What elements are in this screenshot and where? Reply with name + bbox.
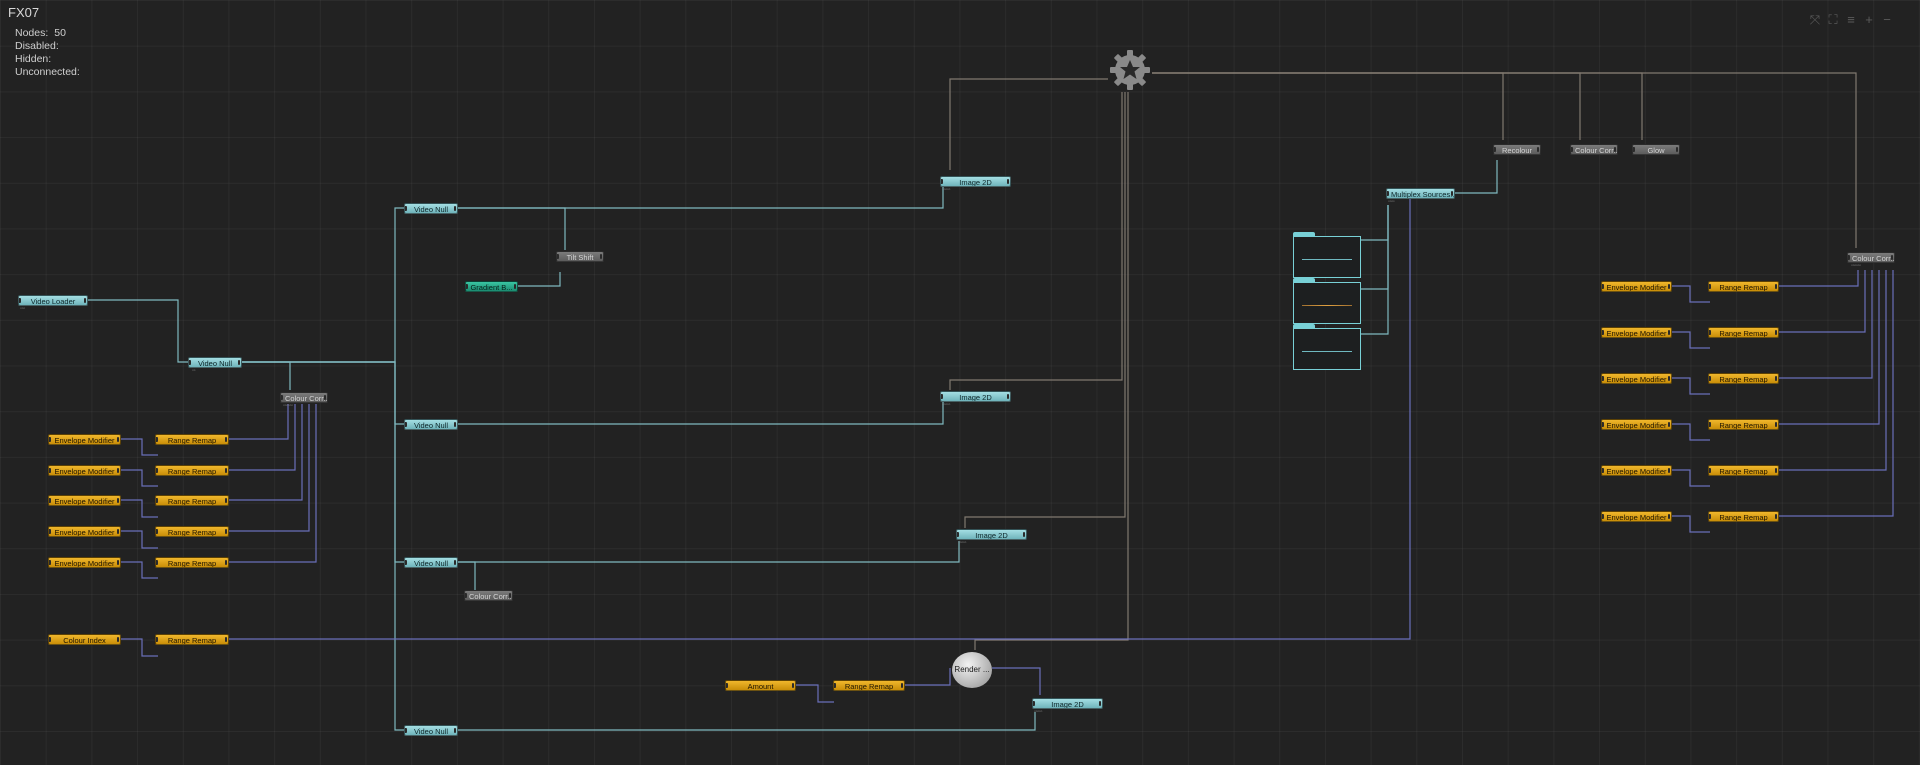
node-ports: ◦◦◦◦◦ [942,187,951,193]
node-ports: ◦◦◦◦◦◦ [283,403,293,409]
node-glow[interactable]: Glow [1632,144,1680,155]
node-tilt-shift[interactable]: Tilt Shift [556,251,604,262]
node-ports: ◦◦◦◦◦◦ [1851,263,1861,269]
folder-node[interactable] [1293,232,1361,278]
node-envelope-modifier[interactable]: Envelope Modifier [48,434,121,445]
node-video-null[interactable]: Video Null [404,203,458,214]
node-recolour[interactable]: Recolour [1493,144,1541,155]
node-envelope-modifier[interactable]: Envelope Modifier [48,557,121,568]
node-range-remap[interactable]: Range Remap [155,465,229,476]
node-amount[interactable]: Amount [725,680,796,691]
node-envelope-modifier[interactable]: Envelope Modifier [48,495,121,506]
node-image-2d[interactable]: Image 2D [940,176,1011,187]
node-ports: ◦◦ [192,368,196,374]
node-image-2d[interactable]: Image 2D [1032,698,1103,709]
zoom-out-icon[interactable]: − [1883,12,1891,27]
list-icon[interactable]: ≡ [1847,12,1855,27]
node-range-remap[interactable]: Range Remap [155,634,229,645]
node-envelope-modifier[interactable]: Envelope Modifier [1601,327,1672,338]
node-video-null[interactable]: Video Null [404,419,458,430]
expand-icon[interactable]: ⛶ [1828,12,1838,27]
node-range-remap[interactable]: Range Remap [155,495,229,506]
node-envelope-modifier[interactable]: Envelope Modifier [48,465,121,476]
node-range-remap[interactable]: Range Remap [1708,465,1779,476]
node-envelope-modifier[interactable]: Envelope Modifier [1601,465,1672,476]
node-video-loader[interactable]: Video Loader [18,295,88,306]
graph-toolbar: ⤧ ⛶ ≡ + − [1808,13,1894,27]
scene-stats: Nodes:50 Disabled: Hidden: Unconnected: [15,27,86,79]
node-range-remap[interactable]: Range Remap [1708,511,1779,522]
node-colour-corr-mid[interactable]: Colour Corr... [464,590,513,601]
node-image-2d[interactable]: Image 2D [956,529,1027,540]
node-image-2d[interactable]: Image 2D [940,391,1011,402]
node-range-remap[interactable]: Range Remap [155,557,229,568]
node-envelope-modifier[interactable]: Envelope Modifier [1601,373,1672,384]
folder-node[interactable] [1293,278,1361,324]
node-multiplex-sources[interactable]: Multiplex Sources... [1386,188,1455,199]
node-ports: ◦◦◦ [20,306,25,312]
node-colour-corr-left[interactable]: Colour Corr... [280,392,328,403]
node-envelope-modifier[interactable]: Envelope Modifier [1601,419,1672,430]
node-envelope-modifier[interactable]: Envelope Modifier [1601,281,1672,292]
node-ports: ◦◦◦◦◦ [958,540,967,546]
fit-view-icon[interactable]: ⤧ [1809,12,1821,27]
node-range-remap[interactable]: Range Remap [833,680,905,691]
stat-unconnected: Unconnected: [15,66,80,78]
node-range-remap[interactable]: Range Remap [155,526,229,537]
node-ports: ◦◦◦◦◦ [942,402,951,408]
zoom-in-icon[interactable]: + [1865,12,1873,27]
root-node-gear-icon[interactable] [1108,48,1152,92]
node-range-remap[interactable]: Range Remap [1708,419,1779,430]
node-envelope-modifier[interactable]: Envelope Modifier [1601,511,1672,522]
node-range-remap[interactable]: Range Remap [155,434,229,445]
folder-node[interactable] [1293,324,1361,370]
node-render[interactable]: Render ... [952,652,992,688]
node-ports: ◦◦◦◦◦ [1034,709,1043,715]
node-range-remap[interactable]: Range Remap [1708,373,1779,384]
node-colour-corr-top[interactable]: Colour Corr... [1570,144,1618,155]
node-video-null[interactable]: Video Null [404,557,458,568]
node-range-remap[interactable]: Range Remap [1708,327,1779,338]
stat-nodes: Nodes:50 [15,27,66,39]
node-colour-corr-right[interactable]: Colour Corr... [1847,252,1895,263]
stat-disabled: Disabled: [15,40,59,52]
node-envelope-modifier[interactable]: Envelope Modifier [48,526,121,537]
stat-hidden: Hidden: [15,53,52,65]
node-gradient[interactable]: Gradient B... [465,281,518,292]
node-video-null-main[interactable]: Video Null [188,357,242,368]
node-colour-index[interactable]: Colour Index [48,634,121,645]
node-ports: ◦◦◦◦ [1388,199,1395,205]
node-range-remap[interactable]: Range Remap [1708,281,1779,292]
scene-title: FX07 [8,5,40,20]
node-video-null[interactable]: Video Null [404,725,458,736]
